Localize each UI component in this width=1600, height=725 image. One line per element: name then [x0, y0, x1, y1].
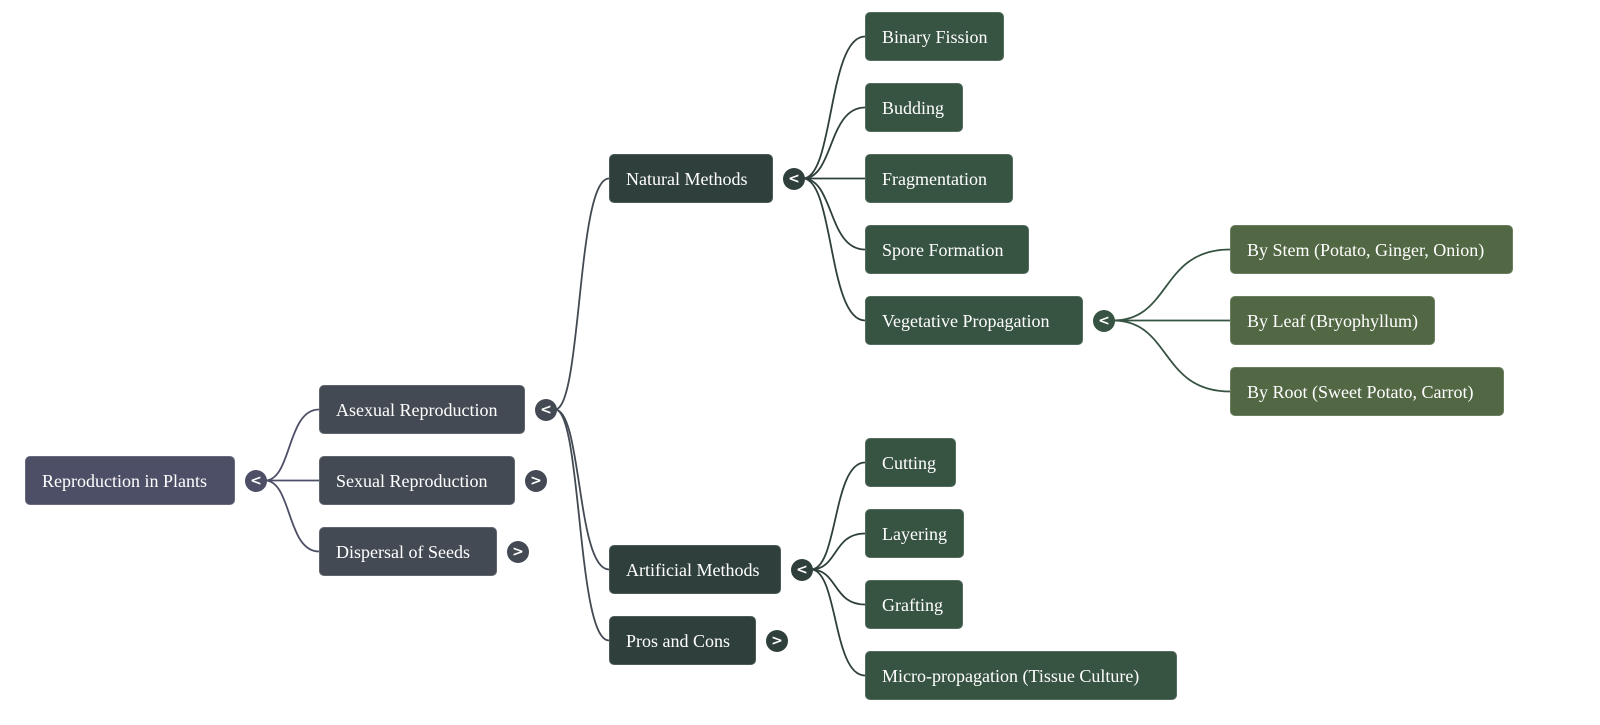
- node-label: Vegetative Propagation: [882, 311, 1050, 331]
- chevron-left-icon: <: [1098, 312, 1110, 329]
- node-label: By Stem (Potato, Ginger, Onion): [1247, 240, 1485, 260]
- node-label: Pros and Cons: [626, 631, 731, 651]
- edge-vegetative-propagation-to-by-root: [1112, 319, 1231, 393]
- chevron-left-icon: <: [788, 170, 800, 187]
- node-label: Sexual Reproduction: [336, 471, 488, 491]
- chevron-left-icon: <: [796, 561, 808, 578]
- edge-artificial-to-grafting: [810, 568, 866, 606]
- chevron-right-icon: >: [771, 632, 783, 649]
- node-label: Binary Fission: [882, 27, 988, 47]
- node-by-root[interactable]: By Root (Sweet Potato, Carrot): [1230, 367, 1504, 416]
- edge-asexual-to-natural: [554, 177, 610, 411]
- node-pros-cons[interactable]: Pros and Cons: [609, 616, 756, 665]
- collapse-toggle-artificial[interactable]: <: [791, 558, 813, 581]
- node-label: Natural Methods: [626, 169, 748, 189]
- node-micro-propagation[interactable]: Micro-propagation (Tissue Culture): [865, 651, 1177, 700]
- node-spore-formation[interactable]: Spore Formation: [865, 225, 1029, 274]
- node-by-leaf[interactable]: By Leaf (Bryophyllum): [1230, 296, 1435, 345]
- edge-root-to-asexual: [264, 408, 320, 482]
- node-artificial[interactable]: Artificial Methods: [609, 545, 781, 594]
- edge-vegetative-propagation-to-by-stem: [1112, 248, 1231, 322]
- edge-artificial-to-cutting: [810, 461, 866, 571]
- node-label: Layering: [882, 524, 947, 544]
- expand-toggle-pros-cons[interactable]: >: [766, 629, 788, 652]
- edge-natural-to-spore-formation: [802, 177, 866, 251]
- node-budding[interactable]: Budding: [865, 83, 963, 132]
- chevron-right-icon: >: [512, 543, 524, 560]
- collapse-toggle-root[interactable]: <: [245, 469, 267, 492]
- node-label: Dispersal of Seeds: [336, 542, 470, 562]
- node-label: By Root (Sweet Potato, Carrot): [1247, 382, 1474, 402]
- chevron-left-icon: <: [250, 472, 262, 489]
- node-grafting[interactable]: Grafting: [865, 580, 963, 629]
- node-label: Asexual Reproduction: [336, 400, 498, 420]
- edge-natural-to-budding: [802, 106, 866, 180]
- node-label: Spore Formation: [882, 240, 1004, 260]
- node-label: By Leaf (Bryophyllum): [1247, 311, 1418, 331]
- node-dispersal[interactable]: Dispersal of Seeds: [319, 527, 497, 576]
- node-cutting[interactable]: Cutting: [865, 438, 956, 487]
- node-root[interactable]: Reproduction in Plants: [25, 456, 235, 505]
- node-sexual[interactable]: Sexual Reproduction: [319, 456, 515, 505]
- node-label: Cutting: [882, 453, 937, 473]
- edge-artificial-to-micro-propagation: [810, 568, 866, 677]
- chevron-right-icon: >: [530, 472, 542, 489]
- edge-natural-to-binary-fission: [802, 35, 866, 180]
- node-label: Fragmentation: [882, 169, 987, 189]
- collapse-toggle-vegetative-propagation[interactable]: <: [1093, 309, 1115, 332]
- node-binary-fission[interactable]: Binary Fission: [865, 12, 1004, 61]
- node-layering[interactable]: Layering: [865, 509, 964, 558]
- edge-natural-to-vegetative-propagation: [802, 177, 866, 322]
- node-label: Grafting: [882, 595, 943, 615]
- edge-asexual-to-artificial: [554, 408, 610, 571]
- expand-toggle-dispersal[interactable]: >: [507, 540, 529, 563]
- node-fragmentation[interactable]: Fragmentation: [865, 154, 1013, 203]
- node-label: Reproduction in Plants: [42, 471, 207, 491]
- node-by-stem[interactable]: By Stem (Potato, Ginger, Onion): [1230, 225, 1513, 274]
- chevron-left-icon: <: [540, 401, 552, 418]
- edge-root-to-dispersal: [264, 479, 320, 553]
- expand-toggle-sexual[interactable]: >: [525, 469, 547, 492]
- node-asexual[interactable]: Asexual Reproduction: [319, 385, 525, 434]
- node-label: Budding: [882, 98, 945, 118]
- node-label: Artificial Methods: [626, 560, 760, 580]
- edge-asexual-to-pros-cons: [554, 408, 610, 642]
- node-vegetative-propagation[interactable]: Vegetative Propagation: [865, 296, 1083, 345]
- collapse-toggle-natural[interactable]: <: [783, 167, 805, 190]
- node-label: Micro-propagation (Tissue Culture): [882, 666, 1140, 686]
- edge-artificial-to-layering: [810, 532, 866, 571]
- node-natural[interactable]: Natural Methods: [609, 154, 773, 203]
- collapse-toggle-asexual[interactable]: <: [535, 398, 557, 421]
